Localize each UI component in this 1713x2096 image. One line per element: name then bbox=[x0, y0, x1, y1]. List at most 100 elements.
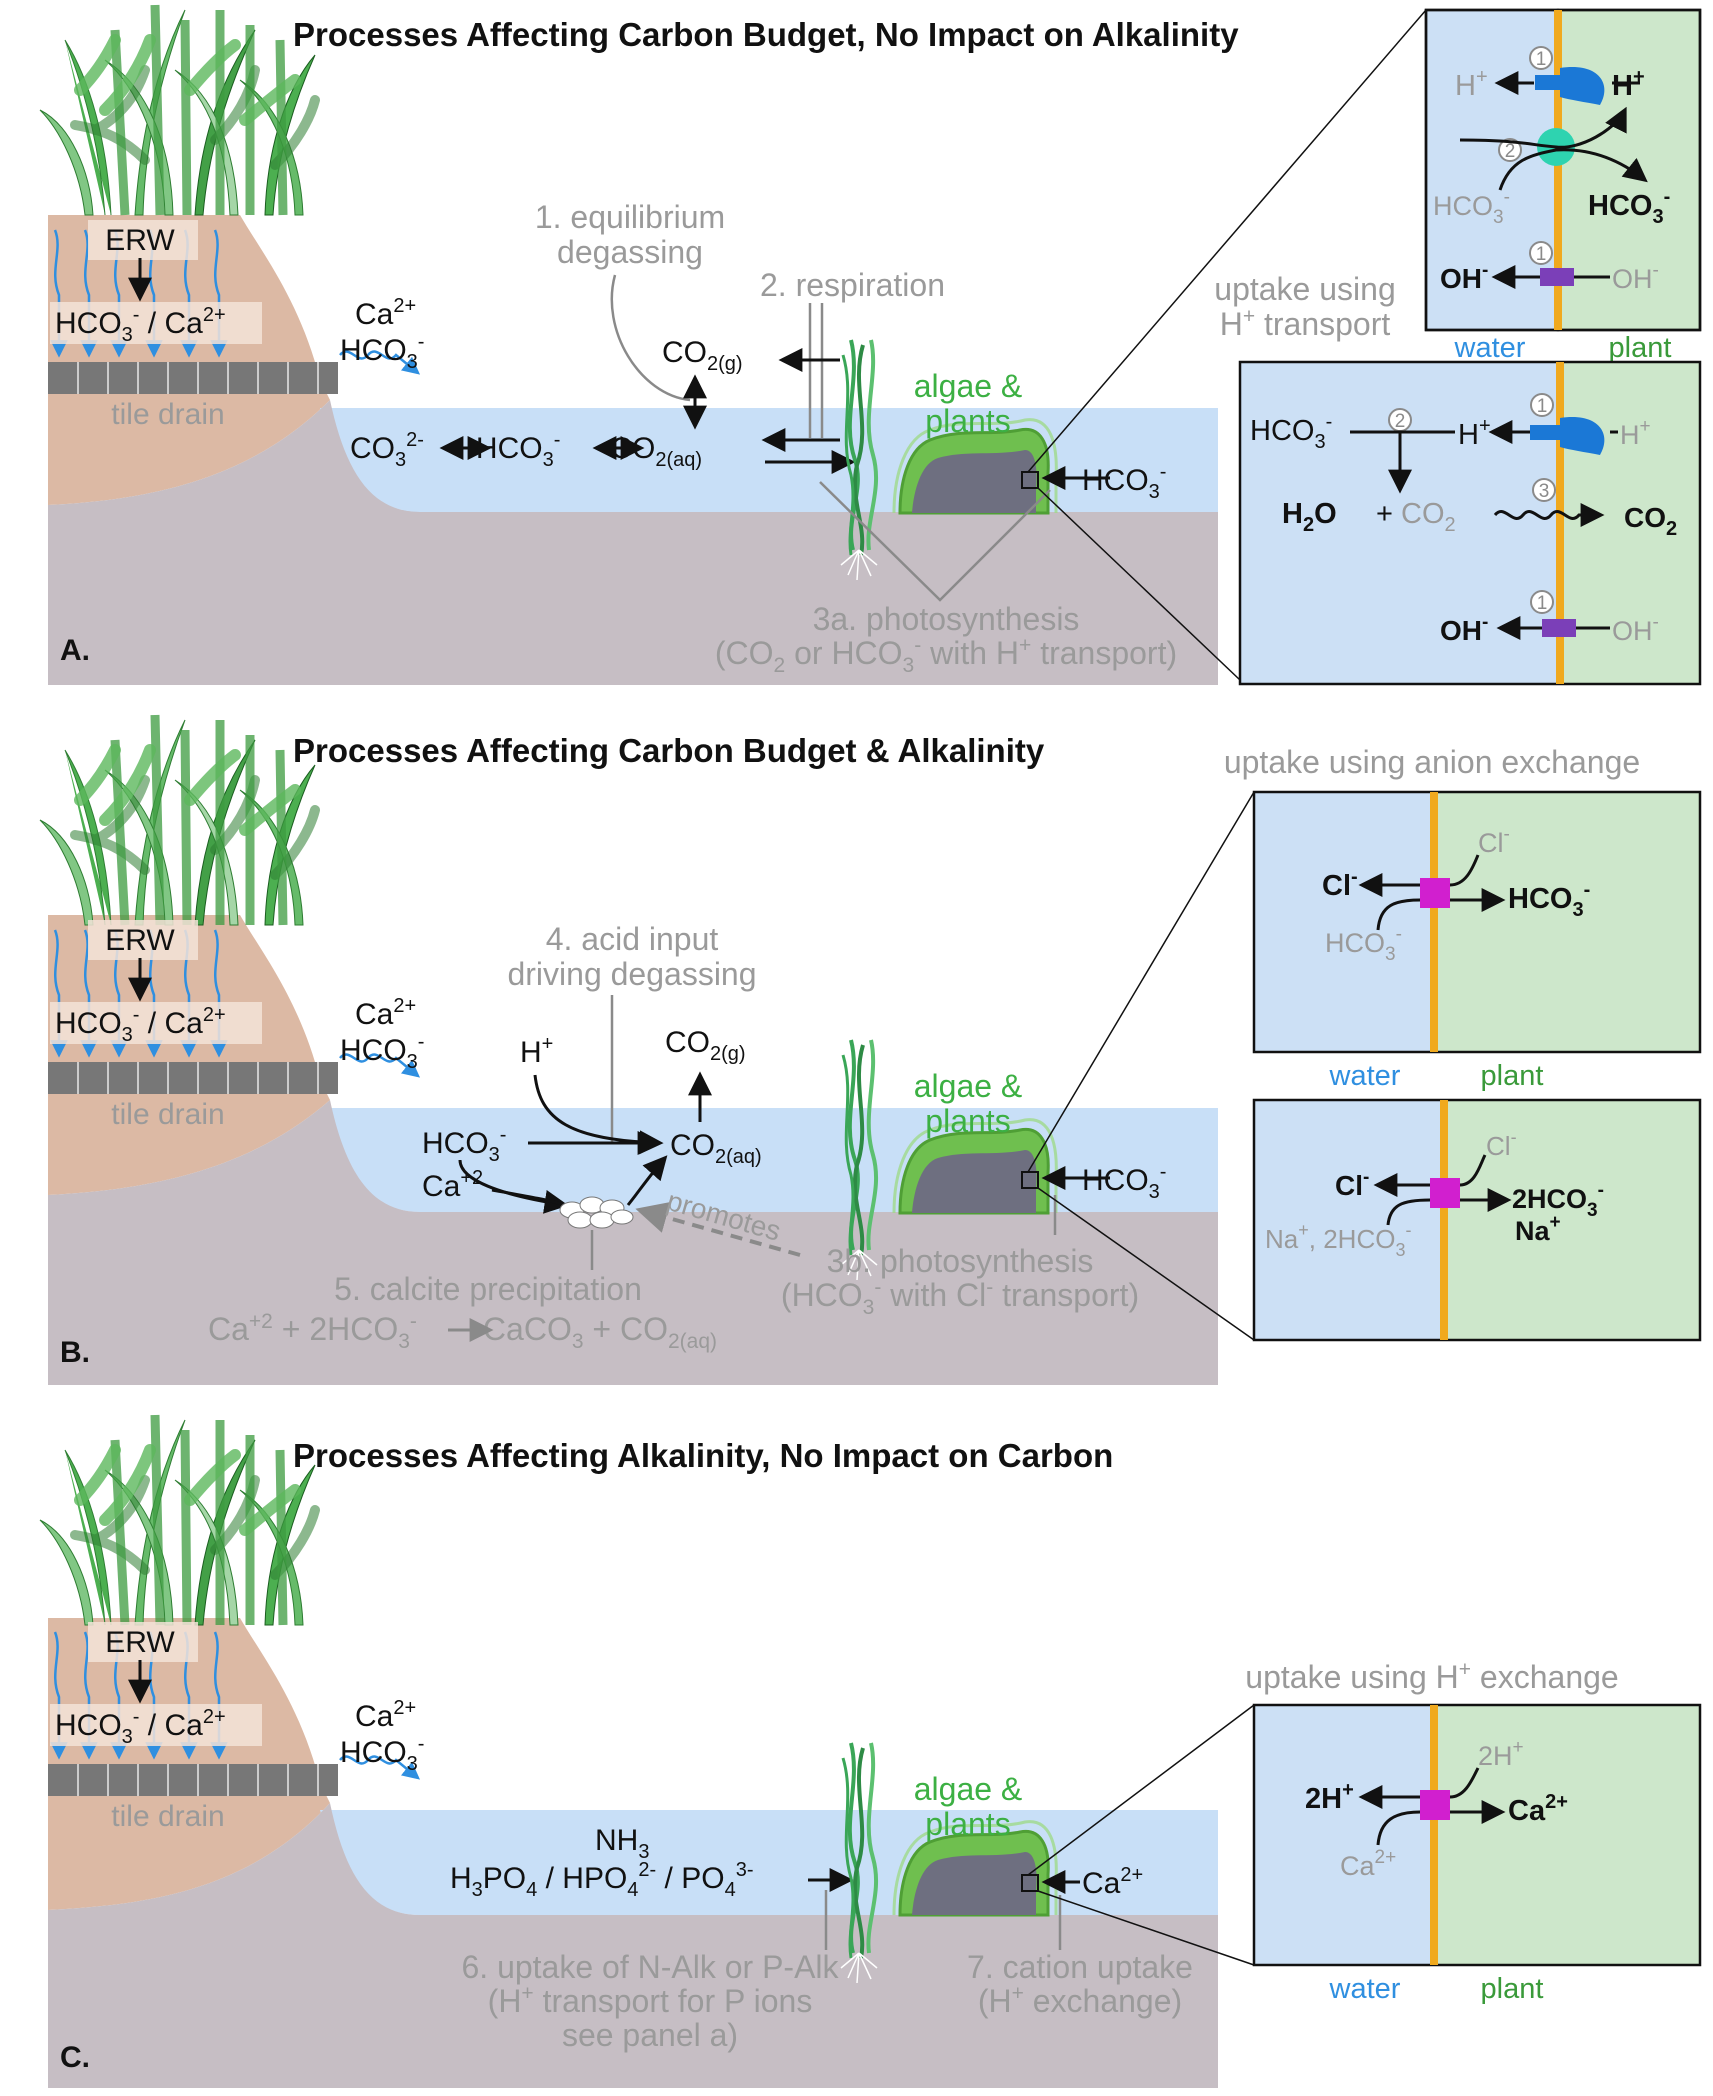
svg-text:2H+: 2H+ bbox=[1478, 1737, 1524, 1771]
promotes-arrow bbox=[635, 1201, 801, 1257]
algae-plants-label-a2: plants bbox=[925, 403, 1010, 439]
svg-text:algae &: algae & bbox=[914, 1068, 1023, 1104]
uptake-h-transport-label-2: H+ transport bbox=[1220, 305, 1391, 342]
svg-text:Ca2+: Ca2+ bbox=[1340, 1847, 1396, 1881]
svg-text:1: 1 bbox=[1536, 49, 1547, 70]
hco3-ca-label-a: HCO3- / Ca2+ bbox=[55, 304, 226, 346]
tile-drain-label-c: tile drain bbox=[111, 1800, 224, 1833]
svg-text:Cl-: Cl- bbox=[1486, 1127, 1517, 1161]
label-acid-input-b: driving degassing bbox=[507, 956, 756, 992]
svg-text:H+: H+ bbox=[520, 1033, 553, 1069]
panel-letter-a: A. bbox=[60, 634, 90, 667]
panel-a: ERW HCO3- / Ca2+ tile drain Ca2+ HCO3- P… bbox=[40, 5, 1702, 686]
hco3-label-b: HCO3- bbox=[422, 1124, 506, 1166]
corn-crop-a bbox=[40, 5, 315, 215]
inset-c: 2H+ 2H+ Ca2+ Ca2+ bbox=[1252, 1703, 1702, 1967]
svg-text:OH-: OH- bbox=[1612, 612, 1659, 646]
plant-label-a: plant bbox=[1609, 332, 1672, 364]
svg-text:+ CO2: + CO2 bbox=[1376, 498, 1456, 536]
svg-text:OH-: OH- bbox=[1612, 260, 1659, 294]
ground-c bbox=[48, 1803, 1218, 2088]
svg-text:1: 1 bbox=[1537, 593, 1548, 614]
svg-text:1: 1 bbox=[1536, 244, 1547, 265]
svg-text:H+: H+ bbox=[1612, 66, 1645, 102]
label-acid-input-a: 4. acid input bbox=[546, 921, 719, 957]
svg-text:H2O: H2O bbox=[1282, 498, 1337, 536]
erw-label-a: ERW bbox=[105, 224, 175, 257]
panel-b: ERW HCO3- / Ca2+ tile drain Ca2+ HCO3- P… bbox=[40, 715, 1702, 1385]
water-label-c: water bbox=[1329, 1973, 1401, 2005]
svg-text:Na+: Na+ bbox=[1515, 1212, 1561, 1246]
calcite-precipitate bbox=[559, 1196, 634, 1229]
svg-text:HCO3-: HCO3- bbox=[340, 1733, 424, 1775]
ca-uptake-label-c: Ca2+ bbox=[1082, 1864, 1143, 1900]
hco3-uptake-label-b: HCO3- bbox=[1082, 1161, 1166, 1203]
hco3-ca-bg-a bbox=[50, 302, 262, 344]
svg-text:Cl-: Cl- bbox=[1322, 866, 1358, 902]
svg-text:3: 3 bbox=[1539, 481, 1550, 502]
erw-label-b: ERW bbox=[105, 924, 175, 957]
water-label-b: water bbox=[1329, 1060, 1401, 1092]
co2-aq-label-b: CO2(aq) bbox=[670, 1129, 762, 1168]
plant-label-b: plant bbox=[1481, 1060, 1544, 1092]
uptake-anion-exchange-label: uptake using anion exchange bbox=[1224, 744, 1640, 780]
ca-input-label-a: Ca2+ bbox=[355, 295, 416, 331]
label-calcite-b: Ca+2 + 2HCO3-CaCO3 + CO2(aq) bbox=[208, 1310, 717, 1353]
svg-text:Cl-: Cl- bbox=[1335, 1167, 1369, 1201]
hco3-uptake-label-a: HCO3- bbox=[1082, 461, 1166, 503]
inset-b-top: Cl- Cl- HCO3- HCO3- bbox=[1252, 790, 1702, 1054]
zoom-box-a bbox=[1021, 471, 1039, 489]
svg-text:H+: H+ bbox=[1458, 415, 1491, 451]
svg-text:CO2: CO2 bbox=[1624, 502, 1677, 540]
nh3-label: NH3 bbox=[595, 1824, 649, 1863]
inset-a-bottom: HCO3- 2 H+ 1 H+ H2O + CO2 3 CO2 1 OH- bbox=[1238, 360, 1702, 686]
svg-text:1: 1 bbox=[1537, 396, 1548, 417]
label-cation-uptake-b: (H+ exchange) bbox=[978, 1982, 1182, 2019]
svg-text:H+: H+ bbox=[1455, 66, 1488, 102]
ground-b bbox=[48, 1100, 1218, 1385]
svg-text:Cl-: Cl- bbox=[1478, 824, 1510, 858]
svg-text:HCO3-: HCO3- bbox=[1508, 879, 1590, 921]
svg-text:Ca2+: Ca2+ bbox=[355, 1697, 416, 1733]
uptake-h-transport-label-1: uptake using bbox=[1214, 271, 1395, 307]
erw-label-c: ERW bbox=[105, 1626, 175, 1659]
panel-letter-b: B. bbox=[60, 1336, 90, 1369]
hco3-input-label-a: HCO3- bbox=[340, 331, 424, 373]
tile-drain-c bbox=[48, 1764, 338, 1796]
ground-slope-a bbox=[48, 400, 1218, 685]
label-uptake-6b: (H+ transport for P ions bbox=[488, 1982, 813, 2019]
label-photosynthesis-3a: 3a. photosynthesis bbox=[813, 601, 1080, 637]
label-photosynthesis-3b: 3b. photosynthesis bbox=[827, 1243, 1094, 1279]
co2-gas-label-a: CO2(g) bbox=[662, 336, 743, 375]
leader-equilibrium bbox=[610, 274, 691, 402]
water-label-a: water bbox=[1454, 332, 1526, 364]
title-b: Processes Affecting Carbon Budget & Alka… bbox=[293, 732, 1045, 769]
svg-text:HCO3-: HCO3- bbox=[1250, 411, 1332, 453]
svg-text:2: 2 bbox=[1505, 141, 1516, 162]
soil-a bbox=[48, 215, 330, 505]
label-respiration: 2. respiration bbox=[760, 267, 945, 303]
svg-text:2: 2 bbox=[1395, 411, 1406, 432]
algae-plants-label-a1: algae & bbox=[914, 368, 1023, 404]
svg-text:plants: plants bbox=[925, 1806, 1010, 1842]
svg-text:algae &: algae & bbox=[914, 1771, 1023, 1807]
title-a: Processes Affecting Carbon Budget, No Im… bbox=[293, 16, 1239, 53]
tile-drain-b bbox=[48, 1062, 338, 1094]
panel-c: ERW HCO3- / Ca2+ tile drain Ca2+ HCO3- P… bbox=[40, 1415, 1702, 2088]
label-cation-uptake-a: 7. cation uptake bbox=[967, 1949, 1193, 1985]
svg-text:HCO3-: HCO3- bbox=[1325, 924, 1402, 965]
svg-text:2HCO3-: 2HCO3- bbox=[1512, 1180, 1604, 1221]
label-photosynthesis-3a-b: (CO2 or HCO3- with H+ transport) bbox=[715, 634, 1177, 677]
svg-text:2H+: 2H+ bbox=[1305, 1779, 1354, 1815]
tile-drain-a bbox=[48, 362, 338, 394]
tile-drain-label-a: tile drain bbox=[111, 398, 224, 431]
panel-letter-c: C. bbox=[60, 2041, 90, 2074]
label-photosynthesis-3b-b: (HCO3- with Cl- transport) bbox=[781, 1276, 1139, 1319]
corn-crop-c bbox=[40, 1415, 315, 1625]
label-uptake-6c: see panel a) bbox=[562, 2017, 738, 2053]
svg-text:OH-: OH- bbox=[1440, 612, 1488, 646]
svg-text:Ca2+: Ca2+ bbox=[355, 995, 416, 1031]
label-equilibrium-degassing-b: degassing bbox=[557, 234, 703, 270]
phosphates-label: H3PO4 / HPO42- / PO43- bbox=[450, 1859, 754, 1901]
